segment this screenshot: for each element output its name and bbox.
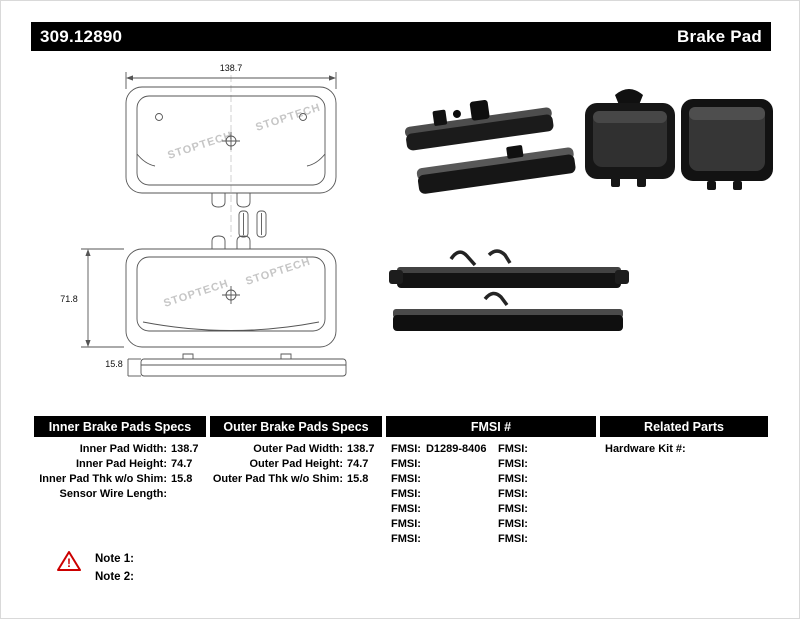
fmsi-label: FMSI: <box>498 473 528 485</box>
spec-value: 74.7 <box>347 458 369 470</box>
notes-section: ! Note 1: Note 2: <box>57 550 134 586</box>
warning-glyph: ! <box>67 556 71 570</box>
dim-thickness-label: 15.8 <box>105 359 123 369</box>
drawing-front-view: 138.7 <box>125 63 337 208</box>
spec-label: Outer Pad Width: <box>253 443 343 455</box>
related-parts-table: Related Parts Hardware Kit #: <box>600 416 768 476</box>
fmsi-label: FMSI: <box>391 488 421 500</box>
fmsi-row: FMSI: <box>391 457 487 472</box>
fmsi-label: FMSI: <box>498 458 528 470</box>
spec-row: Inner Pad Height: 74.7 <box>34 457 206 472</box>
drawing-edge-view: 15.8 <box>105 353 347 377</box>
drawing-inner-view: 71.8 <box>60 235 337 348</box>
outer-specs-header: Outer Brake Pads Specs <box>210 416 382 437</box>
spec-value: 15.8 <box>171 473 193 485</box>
spec-row: Outer Pad Width: 138.7 <box>210 442 382 457</box>
fmsi-row: FMSI: <box>498 532 533 547</box>
note-1: Note 1: <box>95 553 134 565</box>
drawing-hardware-clip <box>238 210 267 238</box>
fmsi-label: FMSI: <box>498 533 528 545</box>
fmsi-row: FMSI: <box>498 457 533 472</box>
spec-label: Inner Pad Thk w/o Shim: <box>39 473 167 485</box>
dim-width-label: 138.7 <box>220 63 243 73</box>
inner-specs-header: Inner Brake Pads Specs <box>34 416 206 437</box>
fmsi-row: FMSI: <box>498 487 533 502</box>
spec-row: Outer Pad Thk w/o Shim: 15.8 <box>210 472 382 487</box>
spec-label: Inner Pad Height: <box>75 458 167 470</box>
fmsi-value: D1289-8406 <box>425 443 487 455</box>
fmsi-left-column: FMSI: D1289-8406 FMSI: FMSI: FMSI: FMSI: … <box>391 442 487 547</box>
photo-pads-pair-angled <box>404 99 576 194</box>
header-bar: 309.12890 Brake Pad <box>31 22 771 51</box>
fmsi-header: FMSI # <box>386 416 596 437</box>
fmsi-row: FMSI: <box>498 517 533 532</box>
watermark-text: STOPTECH <box>244 256 312 288</box>
fmsi-row: FMSI: <box>391 487 487 502</box>
fmsi-table: FMSI # FMSI: D1289-8406 FMSI: FMSI: FMSI:… <box>386 416 596 556</box>
spec-label: Outer Pad Thk w/o Shim: <box>212 473 343 485</box>
fmsi-right-column: FMSI: FMSI: FMSI: FMSI: FMSI: FMSI: FMSI… <box>498 442 533 547</box>
warning-icon: ! <box>57 551 81 571</box>
fmsi-label: FMSI: <box>498 488 528 500</box>
spec-row: Inner Pad Width: 138.7 <box>34 442 206 457</box>
dim-height-label: 71.8 <box>60 294 78 304</box>
photo-pads-stacked-edge <box>389 249 629 331</box>
photo-pads-pair-front <box>585 89 773 190</box>
inner-specs-table: Inner Brake Pads Specs Inner Pad Width: 1… <box>34 416 206 502</box>
watermark-group-top: STOPTECH STOPTECH <box>166 102 322 162</box>
fmsi-label: FMSI: <box>391 533 421 545</box>
related-parts-header: Related Parts <box>600 416 768 437</box>
fmsi-row: FMSI: <box>391 532 487 547</box>
spec-label: Outer Pad Height: <box>249 458 343 470</box>
watermark-text: STOPTECH <box>162 278 230 310</box>
fmsi-label: FMSI: <box>391 473 421 485</box>
outer-specs-table: Outer Brake Pads Specs Outer Pad Width: 1… <box>210 416 382 487</box>
fmsi-label: FMSI: <box>391 518 421 530</box>
fmsi-label: FMSI: <box>391 443 421 455</box>
spec-value: 15.8 <box>347 473 369 485</box>
product-photos <box>389 89 773 331</box>
spec-label: Inner Pad Width: <box>79 443 167 455</box>
fmsi-row: FMSI: <box>498 442 533 457</box>
note-2: Note 2: <box>95 571 134 583</box>
spec-row: Sensor Wire Length: <box>34 487 206 502</box>
related-label: Hardware Kit #: <box>605 443 686 455</box>
fmsi-label: FMSI: <box>498 503 528 515</box>
fmsi-row: FMSI: <box>391 472 487 487</box>
fmsi-row: FMSI: <box>498 502 533 517</box>
fmsi-row: FMSI: <box>391 517 487 532</box>
fmsi-label: FMSI: <box>498 443 528 455</box>
fmsi-row: FMSI: D1289-8406 <box>391 442 487 457</box>
spec-value: 74.7 <box>171 458 193 470</box>
spec-value: 138.7 <box>171 443 199 455</box>
fmsi-label: FMSI: <box>391 458 421 470</box>
watermark-text: STOPTECH <box>254 102 322 134</box>
fmsi-row: FMSI: <box>391 502 487 517</box>
fmsi-label: FMSI: <box>498 518 528 530</box>
spec-row: Outer Pad Height: 74.7 <box>210 457 382 472</box>
fmsi-label: FMSI: <box>391 503 421 515</box>
spec-row: Inner Pad Thk w/o Shim: 15.8 <box>34 472 206 487</box>
fmsi-row: FMSI: <box>498 472 533 487</box>
watermark-group-bottom: STOPTECH STOPTECH <box>162 256 312 310</box>
spec-label: Sensor Wire Length: <box>59 488 167 500</box>
spec-value: 138.7 <box>347 443 375 455</box>
page-title: Brake Pad <box>677 26 762 46</box>
technical-drawings: STOPTECH STOPTECH 138.7 <box>60 63 347 377</box>
related-row: Hardware Kit #: <box>605 442 691 457</box>
watermark-text: STOPTECH <box>166 130 234 162</box>
part-number: 309.12890 <box>40 26 123 46</box>
